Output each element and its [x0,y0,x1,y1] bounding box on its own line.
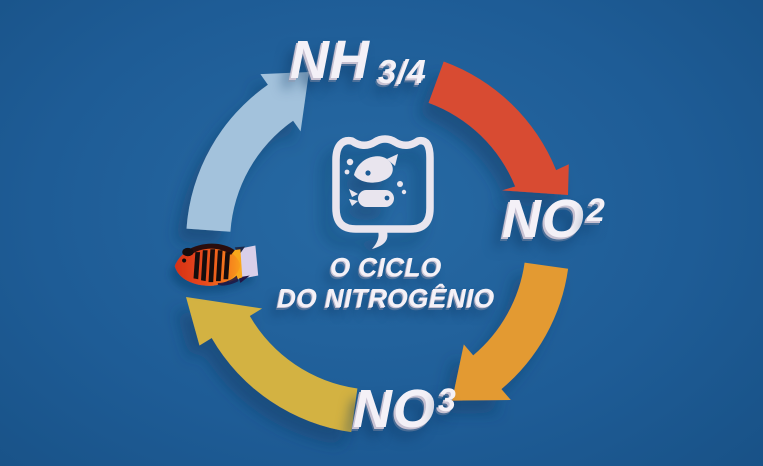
cycle-title-line1: O CICLO [330,252,442,282]
ammonia-formula: NH [290,30,370,90]
doodle-fish-eye [384,195,390,201]
arrow-ammonia-to-nitrite-icon [428,61,569,195]
fish-stripes [193,249,231,283]
doodle-fish-eye [365,170,371,176]
bubble [344,169,350,175]
nitrate-superscript: 3 [438,382,457,418]
doodle-fish-top-tail [387,154,398,166]
label-nitrite: NO2 [502,192,606,246]
arrow-nitrite-to-nitrate-icon [452,262,569,401]
fish-eye [182,258,187,263]
bubble [401,189,407,195]
cycle-title-line2: DO NITROGÊNIO [277,283,495,313]
label-nitrate: NO3 [353,382,457,436]
nitrite-superscript: 2 [587,192,606,228]
nitrate-formula: NO [353,379,436,439]
doodle-fish-top [354,156,393,183]
fish-head-patch [182,247,194,257]
cycle-title: O CICLO DO NITROGÊNIO [262,252,510,314]
arrow-nitrate-to-fish-icon [186,297,358,433]
doodle-fish-bottom-tail [349,189,358,206]
fish-dorsal-fin [186,243,235,256]
bubble [397,181,403,187]
aquarium-tank-doodle-icon [332,135,434,249]
nitrite-formula: NO [502,189,585,249]
bubble-tail [372,228,388,249]
flame-angelfish-image [174,243,259,286]
arrow-fish-to-ammonia-icon [186,72,309,232]
doodle-fish-bottom [358,190,394,207]
bubble [346,158,354,166]
tank-outline [332,135,434,233]
fish-tail-fin [236,245,259,280]
ammonia-suffix: 3/4 [378,53,427,90]
fish-anal-fin [217,275,239,286]
aquarium-doodle-shapes [332,135,434,249]
